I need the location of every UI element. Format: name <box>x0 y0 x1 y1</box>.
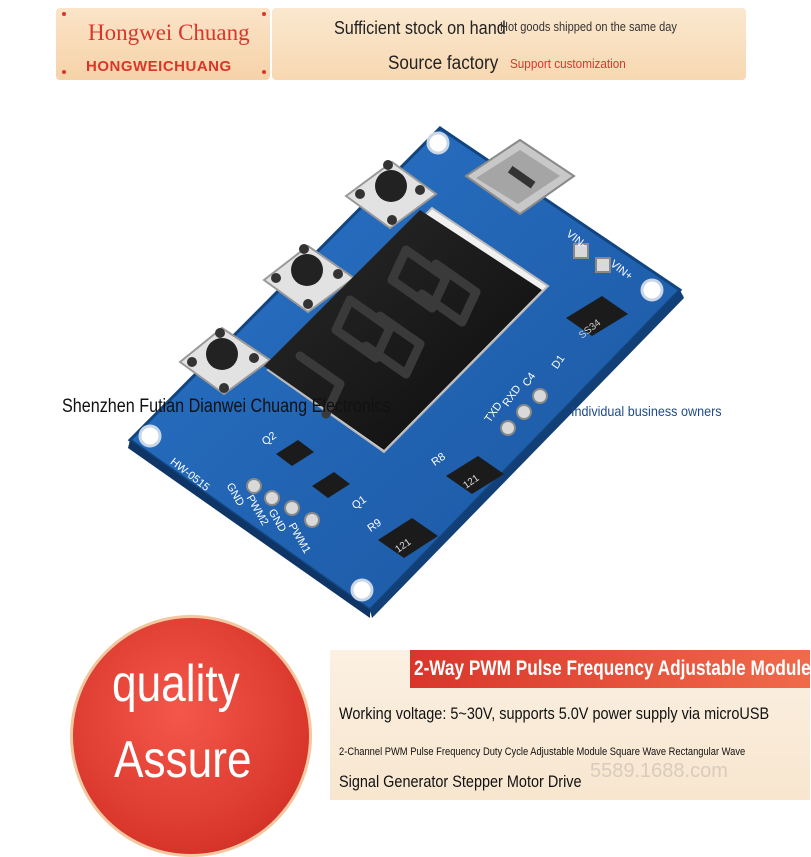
watermark: 5589.1688.com <box>590 760 728 782</box>
quality-badge <box>70 615 312 857</box>
seven-segment-display <box>264 206 550 454</box>
company-name: Shenzhen Futian Dianwei Chuang Electroni… <box>62 396 391 417</box>
mount-hole <box>426 131 450 155</box>
product-description: 2-Channel PWM Pulse Frequency Duty Cycle… <box>339 746 746 758</box>
vin-pads <box>573 243 611 273</box>
brand-name: Hongwei Chuang <box>88 20 250 45</box>
serial-header <box>500 388 548 436</box>
pwm-module-photo: SS34 121 R8 121 R9 Q1 Q2 HW-0515 VIN- VI… <box>127 126 684 618</box>
stock-text: Sufficient stock on hand <box>334 18 506 38</box>
brand-box <box>56 8 270 80</box>
decor-dot <box>62 12 66 16</box>
micro-usb-connector <box>464 138 576 216</box>
customization-text: Support customization <box>510 56 626 71</box>
voltage-spec: Working voltage: 5~30V, supports 5.0V po… <box>339 704 770 723</box>
pwm-header <box>246 478 320 528</box>
assure-word: Assure <box>114 731 252 789</box>
mount-hole <box>138 424 162 448</box>
decor-dot <box>262 70 266 74</box>
decor-dot <box>262 12 266 16</box>
brand-caps: HONGWEICHUANG <box>86 58 232 75</box>
tactile-button <box>344 160 438 230</box>
business-type: Individual business owners <box>571 403 722 419</box>
resistor-r8: 121 R8 <box>429 451 504 494</box>
factory-text: Source factory <box>388 53 499 74</box>
top-banner: Hongwei Chuang HONGWEICHUANG Sufficient … <box>0 0 800 85</box>
mount-hole <box>640 278 664 302</box>
decor-dot <box>62 70 66 74</box>
title-strip <box>410 650 810 688</box>
product-title: 2-Way PWM Pulse Frequency Adjustable Mod… <box>414 657 811 680</box>
mount-hole <box>350 578 374 602</box>
tactile-button <box>262 244 356 314</box>
product-usage: Signal Generator Stepper Motor Drive <box>339 772 582 791</box>
shipping-text: Hot goods shipped on the same day <box>500 19 677 34</box>
quality-word: quality <box>112 655 240 713</box>
promo-box <box>272 8 746 80</box>
